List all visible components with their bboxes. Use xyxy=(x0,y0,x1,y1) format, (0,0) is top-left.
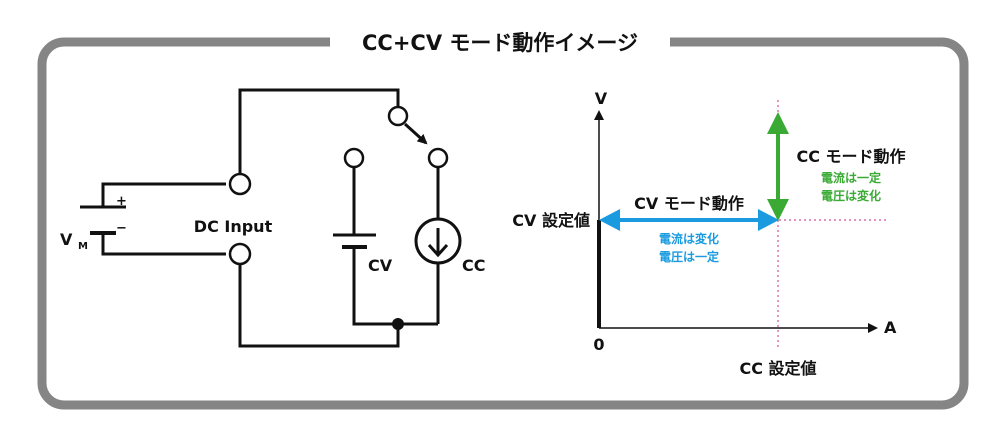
cc-branch-label: CC xyxy=(462,256,485,275)
cc-mode-line1: 電流は一定 xyxy=(821,170,881,185)
cc-mode-arrow xyxy=(767,112,789,221)
origin-label: 0 xyxy=(593,335,604,354)
title-backdrop xyxy=(330,28,670,58)
cv-mode-title: CV モード動作 xyxy=(634,194,744,213)
cc-mode-title: CC モード動作 xyxy=(796,147,905,166)
circuit-diagram xyxy=(80,88,462,348)
current-source-arrow-head xyxy=(427,243,449,258)
x-axis-label: A xyxy=(884,318,897,337)
bottom-wire xyxy=(238,264,400,348)
vi-graph xyxy=(594,100,888,350)
battery-plus-sign: + xyxy=(116,194,127,209)
source-label: V M xyxy=(60,230,88,252)
source-label-main: V xyxy=(60,230,73,249)
cv-branch-lower-wire xyxy=(352,247,438,326)
source-bottom-wire xyxy=(101,233,226,256)
input-terminal-top xyxy=(228,172,252,196)
switch-lever xyxy=(403,122,428,145)
cv-branch-label: CV xyxy=(368,256,393,275)
switch-cv-terminal xyxy=(343,147,365,169)
cv-mode-arrow xyxy=(599,209,779,231)
battery-minus-sign: − xyxy=(116,221,127,236)
y-axis-label: V xyxy=(595,89,608,108)
cc-setpoint-label: CC 設定値 xyxy=(739,359,816,378)
cc-mode-line2: 電圧は変化 xyxy=(821,188,881,203)
cv-mode-line2: 電圧は一定 xyxy=(659,249,719,264)
switch-cc-terminal xyxy=(427,147,449,169)
switch-common-terminal xyxy=(387,105,409,127)
dc-input-label: DC Input xyxy=(194,217,273,236)
source-top-wire xyxy=(101,182,226,207)
input-terminal-bottom xyxy=(228,242,252,266)
outer-frame xyxy=(37,37,969,410)
cv-mode-line1: 電流は変化 xyxy=(659,231,719,246)
page-title: CC+CV モード動作イメージ xyxy=(362,31,638,55)
source-label-subscript: M xyxy=(78,241,88,252)
top-wire xyxy=(238,88,400,174)
cv-setpoint-label: CV 設定値 xyxy=(512,211,590,230)
junction-node xyxy=(392,318,404,330)
